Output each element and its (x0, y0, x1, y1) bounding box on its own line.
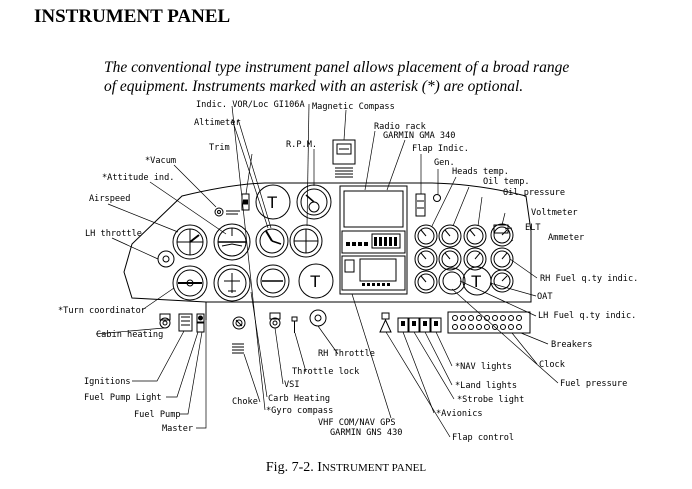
label-gps-line-2: GARMIN GNS 430 (330, 428, 402, 438)
caption-small-caps: NSTRUMENT PANEL (321, 462, 427, 474)
label-lh-fuel: LH Fuel q.ty indic. (538, 311, 636, 321)
label-cabin-heating: Cabin heating (96, 330, 163, 340)
label-gps-line-1: VHF COM/NAV GPS (318, 418, 396, 428)
airspeed-indicator (172, 224, 208, 260)
vacuum-gauge (214, 207, 240, 217)
fuel-pump-switch (196, 313, 205, 333)
label-throttle-lock: Throttle lock (292, 367, 360, 377)
label-voltmeter: Voltmeter (531, 208, 578, 218)
rh-throttle-knob (309, 309, 327, 327)
label-rpm: R.P.M. (286, 140, 317, 150)
label-fuel-pressure: Fuel pressure (560, 379, 627, 389)
cabin-heating-knob (159, 313, 171, 329)
label-magnetic-compass: Magnetic Compass (312, 102, 395, 112)
vsi-gauge (256, 264, 290, 298)
label-radio-rack: Radio rack (374, 122, 427, 132)
label-ammeter: Ammeter (548, 233, 584, 243)
panel-outline (123, 182, 532, 303)
label-carb-heating: Carb Heating (268, 394, 330, 404)
label-trim: Trim (209, 143, 230, 153)
figure-caption: Fig. 7-2. INSTRUMENT PANEL (0, 460, 692, 476)
label-master: Master (162, 424, 193, 434)
label-choke: Choke (232, 397, 258, 407)
label-clock: Clock (539, 360, 566, 370)
label-lh-throttle: LH throttle (85, 229, 142, 239)
ignition-switch (178, 313, 193, 332)
t-gauge-upper (255, 184, 291, 220)
label-audio-panel: GARMIN GMA 340 (383, 131, 455, 141)
gauge-letter-t-oat: T (471, 272, 481, 291)
generator-light (433, 194, 441, 202)
trim-indicator (241, 193, 250, 211)
page-heading: INSTRUMENT PANEL (34, 6, 231, 27)
label-oil-temp: Oil temp. (483, 177, 530, 187)
label-flap-indic: Flap Indic. (412, 144, 469, 154)
intro-text: The conventional type instrument panel a… (104, 58, 644, 96)
label-fuel-pump: Fuel Pump (134, 410, 181, 420)
label-nav-lights: *NAV lights (455, 362, 512, 372)
rpm-gauge (296, 184, 332, 220)
label-attitude: *Attitude ind. (102, 173, 174, 183)
carb-heating-knob (269, 312, 281, 329)
label-gen: Gen. (434, 158, 455, 168)
label-gyro-compass: *Gyro compass (266, 406, 333, 416)
altimeter-gauge (255, 224, 289, 258)
attitude-indicator (213, 223, 251, 261)
circuit-breakers (447, 311, 531, 334)
label-flap-control: Flap control (452, 433, 514, 443)
vor-loc-indicator (289, 224, 323, 258)
light-switch-toggles (401, 321, 438, 326)
label-elt: ELT (525, 223, 541, 233)
throttle-lock (291, 316, 298, 333)
magnetic-compass-unit (332, 139, 356, 178)
elt-panel (493, 224, 509, 234)
choke-control (232, 343, 244, 354)
label-airspeed: Airspeed (89, 194, 130, 204)
gauge-letter-t-lower: T (310, 272, 320, 291)
label-ignitions: Ignitions (84, 377, 131, 387)
radio-rack-stack (339, 185, 408, 295)
label-vsi: VSI (284, 380, 300, 390)
master-switch (232, 316, 246, 330)
label-oat: OAT (537, 292, 553, 302)
label-fuel-pump-light: Fuel Pump Light (84, 393, 162, 403)
labels: Indic. VOR/Loc GI106A Magnetic Compass R… (58, 100, 638, 443)
intro-line-1: The conventional type instrument panel a… (104, 59, 570, 76)
label-avionics: *Avionics (436, 409, 483, 419)
flap-indicator (415, 193, 426, 217)
turn-coordinator-gauge (172, 265, 208, 301)
t-gauge-lower (298, 263, 334, 299)
label-land-lights: *Land lights (455, 381, 517, 391)
lh-throttle-knob (157, 250, 175, 268)
label-strobe-light: *Strobe light (457, 395, 524, 405)
flap-control-lever (379, 312, 392, 333)
label-rh-throttle: RH Throttle (318, 349, 375, 359)
label-turn-coordinator: *Turn coordinator (58, 306, 146, 316)
label-heads-temp: Heads temp. (452, 167, 509, 177)
intro-line-2: of equipment. Instruments marked with an… (104, 78, 524, 95)
label-breakers: Breakers (551, 340, 592, 350)
caption-prefix: Fig. 7-2. I (265, 460, 322, 475)
engine-gauges (414, 223, 514, 295)
gyro-compass-gauge (213, 264, 251, 302)
label-altimeter: Altimeter (194, 118, 241, 128)
label-vacum: *Vacum (145, 156, 176, 166)
leader-lines (95, 103, 559, 438)
label-oil-pressure: Oil pressure (503, 188, 565, 198)
label-vor-loc: Indic. VOR/Loc GI106A (196, 100, 305, 110)
radio-rack-buttons (346, 237, 397, 286)
gauge-letter-t-upper: T (267, 193, 277, 212)
label-rh-fuel: RH Fuel q.ty indic. (540, 274, 638, 284)
